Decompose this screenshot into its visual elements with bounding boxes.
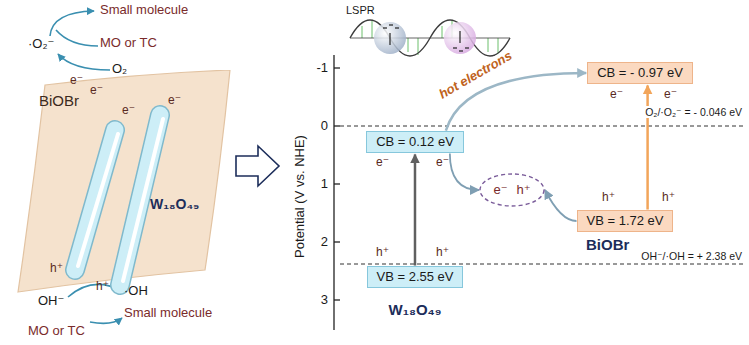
band-energy: CB = 0.12 eV: [376, 135, 454, 150]
text-label: W₁₈O₄₉: [389, 301, 442, 318]
potential-axis: [333, 55, 334, 330]
text-label: 1: [321, 177, 328, 192]
lspr-illustration: [350, 20, 510, 56]
text-label: OH⁻/·OH = + 2.38 eV: [639, 250, 744, 262]
redox-level-line: [340, 126, 745, 127]
text-label: e⁻: [610, 88, 623, 102]
ellipse-outline: [479, 173, 545, 207]
text-label: LSPR: [346, 4, 375, 17]
text-label: e⁻: [168, 94, 181, 108]
reaction-arrow: [58, 54, 110, 70]
text-label: e⁻: [436, 156, 449, 170]
excitation-arrow: [414, 154, 417, 265]
axis-ticks: [334, 68, 340, 300]
text-label: ·OH: [124, 284, 148, 299]
text-label: e⁻: [70, 74, 83, 88]
redox-level-line: [340, 264, 745, 265]
text-label: h⁺: [436, 246, 449, 260]
text-label: O₂/·O₂⁻ = - 0.046 eV: [643, 106, 744, 118]
reaction-arrow: [56, 30, 98, 46]
valence-band-box: VB = 2.55 eV: [367, 266, 464, 289]
text-label: h⁺: [602, 191, 615, 205]
sheet-label: BiOBr: [39, 92, 79, 109]
text-label: OH⁻: [38, 294, 64, 309]
text-label: h⁺: [376, 246, 389, 260]
text-label: h⁺: [662, 191, 675, 205]
text-label: e⁻: [664, 88, 677, 102]
text-label: W₁₈O₄₉: [150, 196, 199, 212]
text-label: ·O₂⁻: [28, 37, 54, 52]
text-label: Small molecule: [124, 306, 212, 321]
text-label: MO or TC: [28, 324, 85, 339]
charge-label: e⁻: [493, 183, 507, 198]
band-energy: VB = 1.72 eV: [587, 214, 664, 229]
excitation-arrow: [646, 85, 649, 209]
valence-band-box: VB = 1.72 eV: [577, 210, 674, 233]
text-label: BiOBr: [586, 236, 629, 253]
conduction-band-box: CB = 0.12 eV: [366, 131, 464, 154]
text-label: e⁻: [376, 156, 389, 170]
band-energy: CB = - 0.97 eV: [597, 66, 683, 81]
text-label: 3: [321, 293, 328, 308]
transfer-arrow: [545, 190, 577, 221]
transfer-arrow: [450, 153, 479, 190]
text-label: 2: [321, 235, 328, 250]
text-label: MO or TC: [100, 36, 157, 51]
reaction-arrow: [50, 11, 94, 36]
text-label: Potential (V vs. NHE): [293, 135, 308, 258]
text-label: e⁻: [90, 84, 103, 98]
text-label: Small molecule: [100, 3, 188, 18]
conduction-band-box: CB = - 0.97 eV: [587, 62, 693, 85]
charge-label: h⁺: [516, 183, 530, 198]
band-energy: VB = 2.55 eV: [377, 270, 454, 285]
text-label: -1: [316, 61, 328, 76]
text-label: h⁺: [96, 280, 109, 294]
hollow-arrow: [236, 146, 279, 186]
text-label: h⁺: [50, 262, 63, 276]
reaction-arrow: [90, 318, 122, 323]
text-label: O₂: [112, 62, 127, 77]
text-label: e⁻: [122, 104, 135, 118]
text-label: 0: [321, 119, 328, 134]
recombination-ellipse: e⁻ h⁺: [479, 173, 545, 207]
